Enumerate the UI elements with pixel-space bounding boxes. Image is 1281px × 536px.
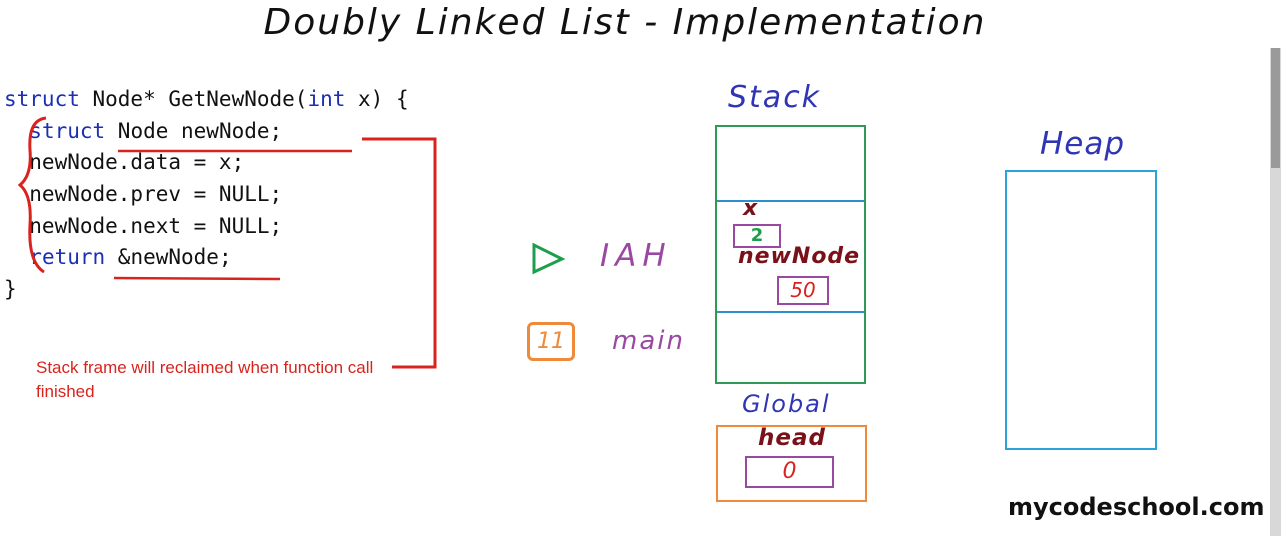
code-line: struct Node* GetNewNode(int x) { — [4, 84, 409, 116]
slide-title: Doubly Linked List - Implementation — [263, 2, 987, 43]
code-text: newNode.data = x; — [4, 150, 245, 175]
global-label: Global — [742, 390, 831, 418]
code-text: x) { — [345, 87, 409, 111]
code-keyword: struct — [4, 87, 80, 111]
stack-label: Stack — [728, 80, 822, 115]
code-line: } — [4, 274, 409, 306]
stack-frame-divider — [717, 311, 864, 313]
var-x-label: x — [743, 196, 758, 221]
var-newnode-label: newNode — [738, 244, 861, 269]
code-line: return &newNode; — [4, 242, 409, 274]
scrollbar-track[interactable] — [1270, 48, 1281, 536]
red-brace — [17, 116, 47, 274]
code-keyword: struct — [29, 118, 106, 143]
var-x-value: 2 — [733, 224, 781, 248]
brand-logo-text: mycodeschool.com — [1008, 493, 1265, 521]
code-text: newNode.prev = NULL; — [4, 182, 283, 207]
bracket-stack-frame — [362, 137, 437, 369]
play-marker — [532, 242, 566, 275]
underline-return — [113, 276, 281, 281]
heap-box — [1005, 170, 1157, 450]
code-line: struct Node newNode; — [4, 116, 409, 148]
stack-frame-divider — [717, 200, 864, 202]
frame-label-main: main — [612, 326, 685, 356]
frame-marker-main: 11 — [527, 322, 575, 361]
scrollbar-thumb[interactable] — [1271, 48, 1280, 168]
heap-label: Heap — [1040, 126, 1126, 162]
frame-label-iah: IAH — [600, 238, 672, 274]
code-text: newNode.next = NULL; — [4, 213, 283, 238]
var-newnode-value: 50 — [777, 276, 829, 305]
var-head-value: 0 — [745, 456, 834, 488]
code-keyword: return — [29, 245, 106, 270]
code-text: } — [4, 277, 17, 302]
var-head-label: head — [758, 425, 826, 451]
code-text: &newNode; — [105, 245, 232, 270]
code-line: newNode.prev = NULL; — [4, 179, 409, 211]
code-line: newNode.next = NULL; — [4, 211, 409, 243]
code-text: Node* GetNewNode( — [79, 87, 308, 111]
code-line: newNode.data = x; — [4, 147, 409, 179]
global-box — [716, 425, 867, 502]
code-block: struct Node* GetNewNode(int x) { struct … — [4, 84, 409, 306]
code-text: Node newNode; — [105, 118, 283, 143]
stack-box — [715, 125, 866, 384]
code-keyword: int — [307, 87, 346, 111]
stack-frame-note: Stack frame will reclaimed when function… — [36, 358, 374, 401]
